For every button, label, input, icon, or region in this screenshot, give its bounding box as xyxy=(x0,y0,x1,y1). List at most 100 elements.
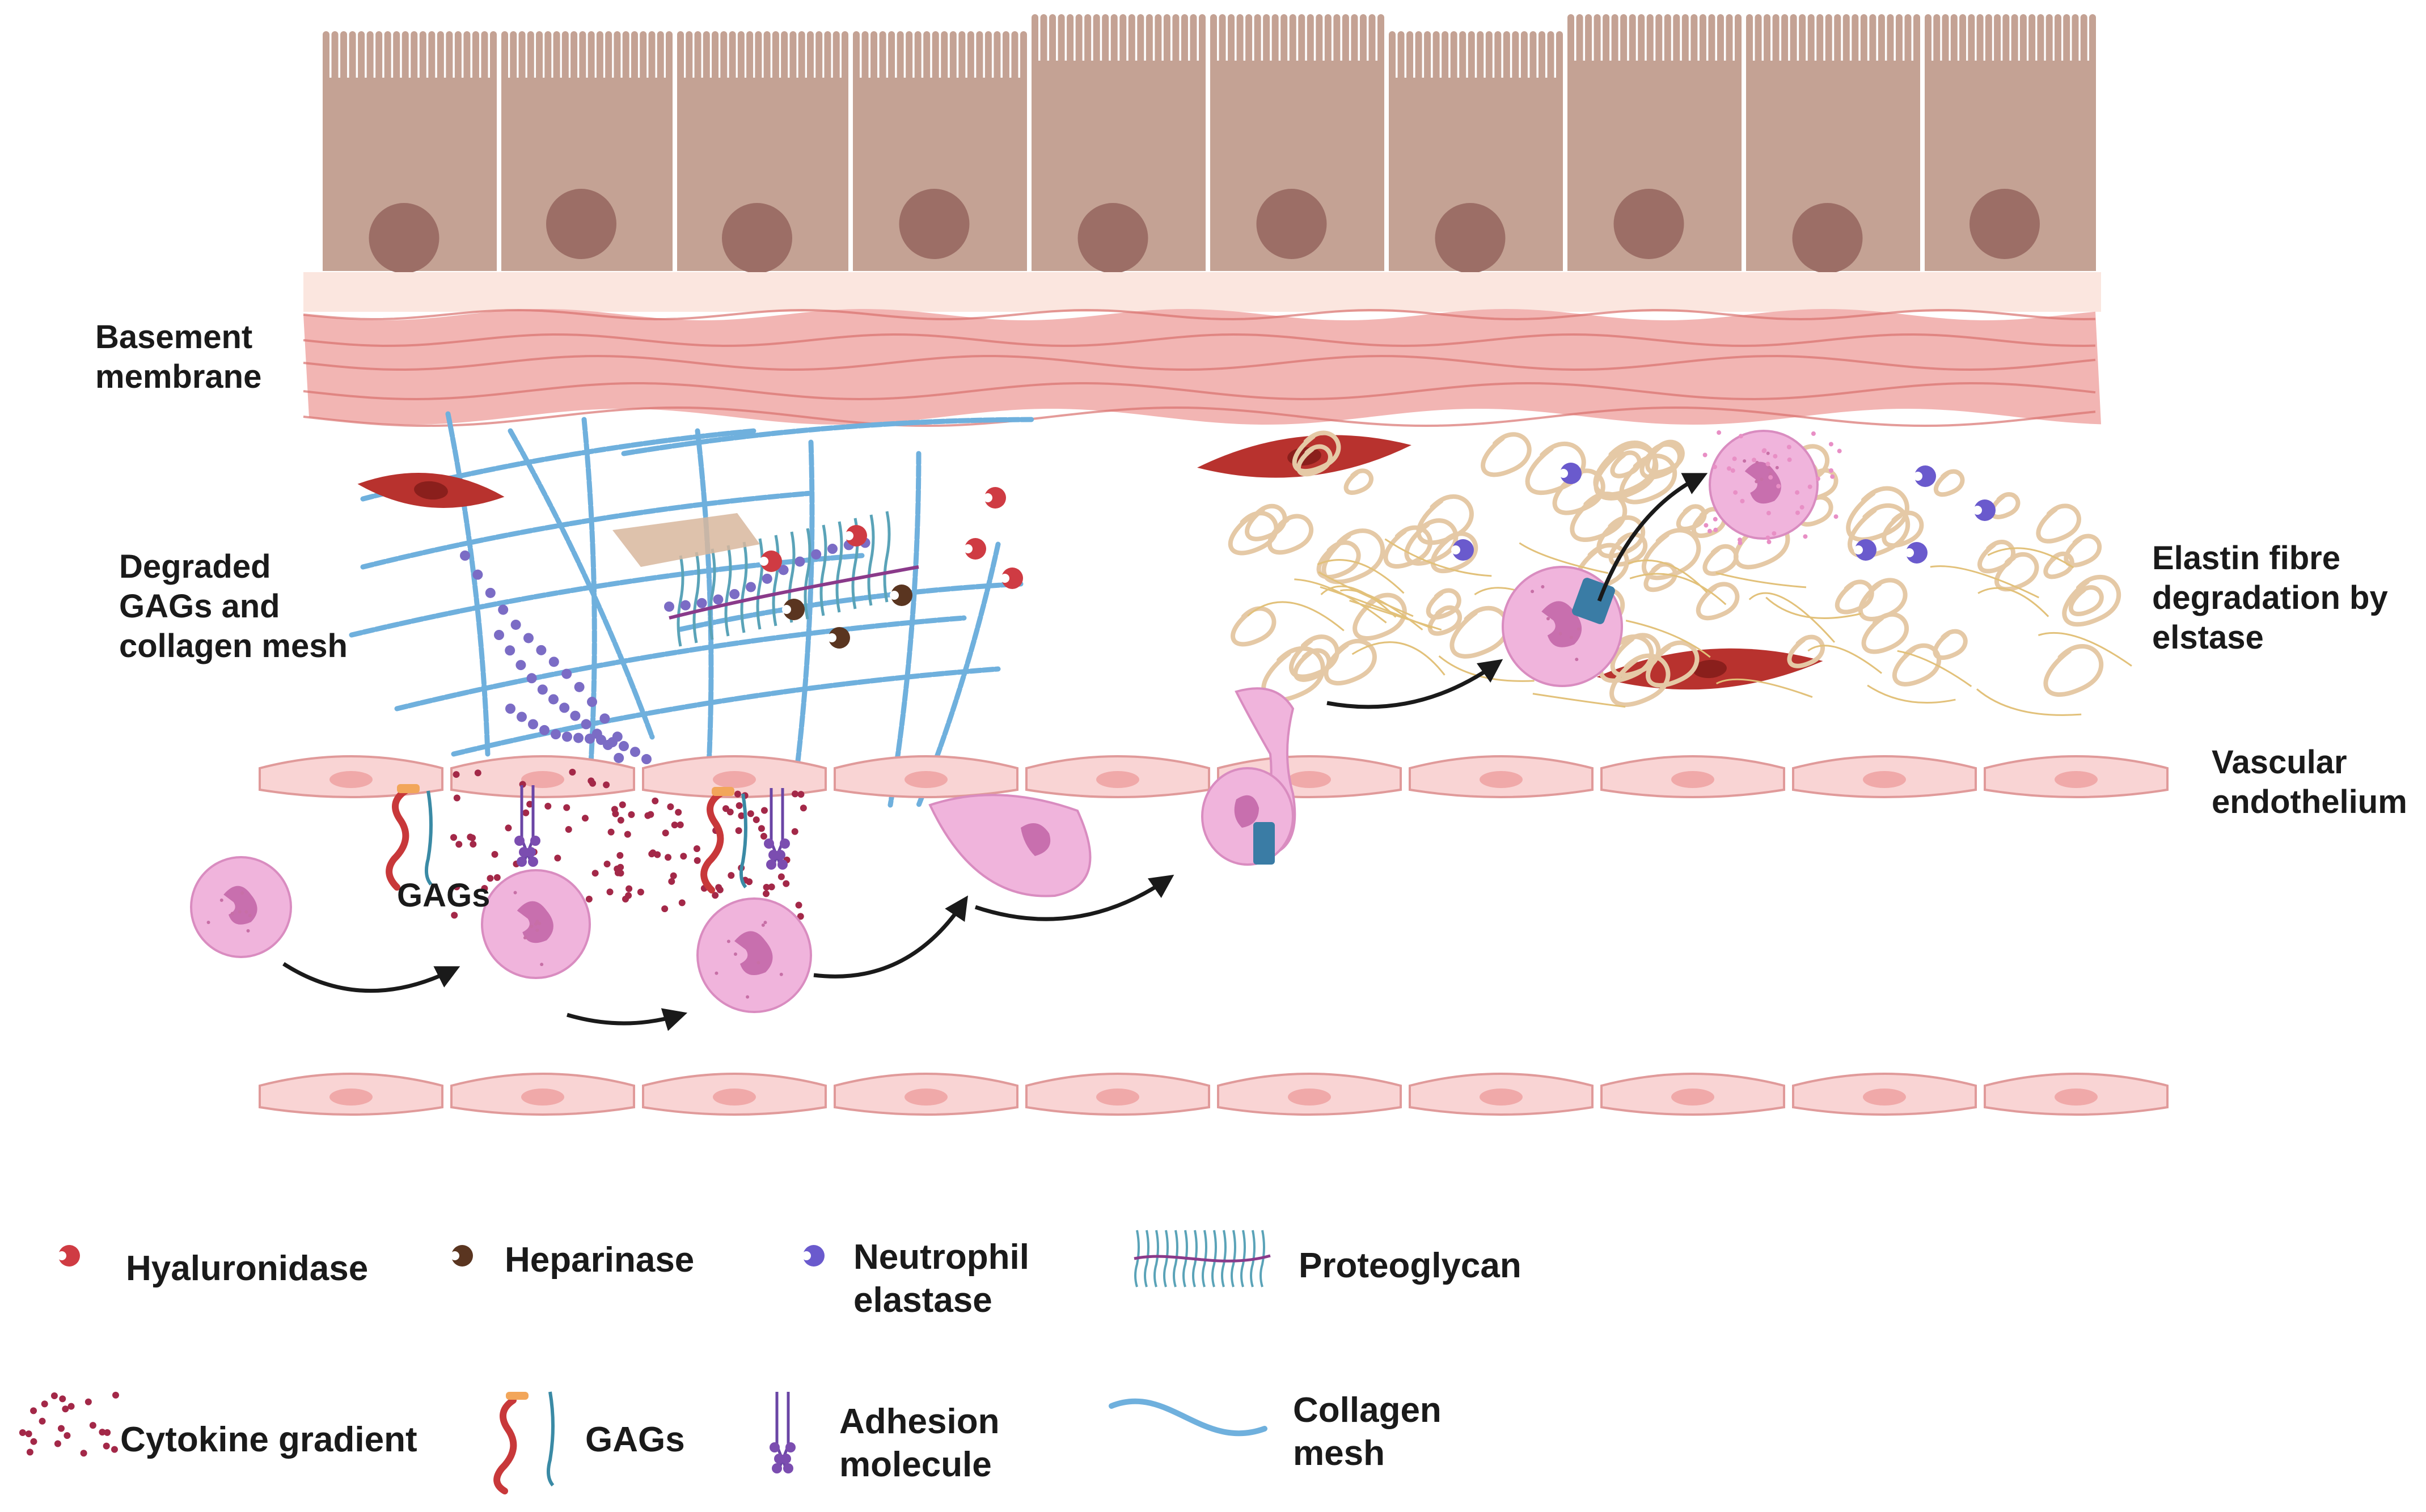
cytokine-dot xyxy=(763,884,770,891)
proteoglycan-core xyxy=(669,565,919,620)
released-granule xyxy=(1830,474,1835,479)
released-granule xyxy=(1803,534,1808,539)
granule xyxy=(1575,658,1579,662)
arrow xyxy=(813,895,968,979)
elastin-fine-fibre xyxy=(1519,542,1609,574)
cytokine-dot xyxy=(762,890,770,897)
basement-band xyxy=(303,309,2101,425)
proteoglycan-bristle xyxy=(835,521,843,613)
granule xyxy=(1743,459,1747,463)
cytokine-dot xyxy=(671,821,678,829)
neutrophil-elastase xyxy=(1451,539,1474,561)
arrow xyxy=(974,874,1174,921)
cytokine-dot xyxy=(665,854,672,861)
elastin-fine-fibre xyxy=(1320,586,1432,629)
degraded-gag-beads xyxy=(460,537,870,778)
collagen-mesh xyxy=(349,411,1035,808)
endothelial-nucleus xyxy=(521,771,564,788)
legend-cytokine-gradient-label: Cytokine gradient xyxy=(120,1420,417,1459)
elastin-curl xyxy=(1846,486,1909,542)
fibroblast-nucleus xyxy=(414,481,448,500)
hyaluronidase xyxy=(963,538,986,560)
elastin-curl xyxy=(1343,468,1373,495)
granule xyxy=(761,923,765,927)
adhesion-molecule xyxy=(764,788,790,870)
elastin-curl xyxy=(1861,612,1909,654)
cytokine-dot xyxy=(654,851,661,858)
elastin-fine-fibre xyxy=(1987,547,2074,569)
bead xyxy=(827,544,838,554)
bead xyxy=(680,600,691,611)
elastin-curl xyxy=(1321,528,1385,585)
cytokine-dot xyxy=(661,905,669,912)
released-granule xyxy=(1752,458,1757,463)
granule xyxy=(535,920,539,924)
gag-blue-chain xyxy=(739,793,747,888)
cytokine-dot xyxy=(487,875,494,882)
elastin-curl xyxy=(2036,503,2081,544)
cytokine-dot xyxy=(760,807,768,814)
cytokine-dot xyxy=(616,852,624,859)
legend-proteoglycan-icon xyxy=(1134,1230,1271,1287)
neutrophil-nucleus xyxy=(1234,795,1259,828)
endothelial-nucleus xyxy=(1863,771,1906,788)
elastin-curl xyxy=(1639,442,1682,480)
bead xyxy=(528,719,538,730)
endothelial-nucleus xyxy=(1671,1089,1714,1106)
legend xyxy=(19,1230,1271,1494)
cytokine-dot xyxy=(628,811,635,818)
degraded-gags-label: Degraded GAGs and collagen mesh xyxy=(119,548,348,664)
neutrophil-elastase xyxy=(1973,499,1996,521)
granule xyxy=(1569,636,1573,639)
bead xyxy=(574,681,585,692)
neutrophil-elastase xyxy=(802,1245,825,1267)
heparinase xyxy=(782,599,805,620)
elastin-curl xyxy=(1353,592,1407,641)
epithelium xyxy=(320,14,2098,273)
endothelial-nucleus xyxy=(1288,1089,1331,1106)
collagen-fibre xyxy=(887,451,922,808)
bead xyxy=(505,704,515,714)
epithelial-cell xyxy=(1744,14,1922,273)
granule xyxy=(756,960,760,964)
granule xyxy=(726,939,730,943)
epithelial-cell xyxy=(1922,14,2098,273)
arrow xyxy=(282,962,460,993)
neutrophil-nucleus xyxy=(734,931,773,975)
released-granule xyxy=(1704,523,1709,528)
endothelial-cell xyxy=(1025,755,1210,798)
cytokine-dot xyxy=(712,892,719,899)
elastin-curl xyxy=(1977,540,2015,574)
adhesion-bead xyxy=(775,850,785,860)
endothelial-cell xyxy=(1984,755,2169,798)
proteoglycan-bristle xyxy=(867,514,875,606)
cytokine-dot xyxy=(554,854,561,862)
cytokine-dot xyxy=(768,883,775,891)
elastin-curl xyxy=(1228,511,1279,556)
epithelial-cell xyxy=(1565,14,1744,273)
released-granule xyxy=(1837,448,1842,454)
elastin-curl xyxy=(1646,640,1700,688)
endothelial-nucleus xyxy=(713,1089,756,1106)
endothelial-cell xyxy=(1025,1073,1210,1116)
cytokine-dot xyxy=(569,769,576,776)
cytokine-dot xyxy=(662,829,669,837)
bead xyxy=(510,619,521,630)
cytokine-dot xyxy=(791,790,798,798)
cytokine-dot xyxy=(625,885,633,892)
endothelial-nucleus xyxy=(1480,771,1523,788)
released-granule xyxy=(1740,498,1745,503)
adhesion-bead xyxy=(777,859,788,870)
released-granule xyxy=(1713,516,1718,522)
upper-endothelium xyxy=(259,755,2169,798)
endothelial-nucleus xyxy=(1480,1089,1523,1106)
bead xyxy=(713,594,724,605)
degranulating-neutrophil xyxy=(1709,430,1819,540)
endothelial-cell xyxy=(642,1073,827,1116)
cytokine-dot xyxy=(481,884,488,892)
elastin-curl xyxy=(1324,638,1377,686)
epithelial-nucleus xyxy=(899,189,970,259)
epithelial-cell xyxy=(499,31,675,273)
cytokine-dot xyxy=(694,857,701,864)
elastin-curl xyxy=(1449,605,1510,659)
